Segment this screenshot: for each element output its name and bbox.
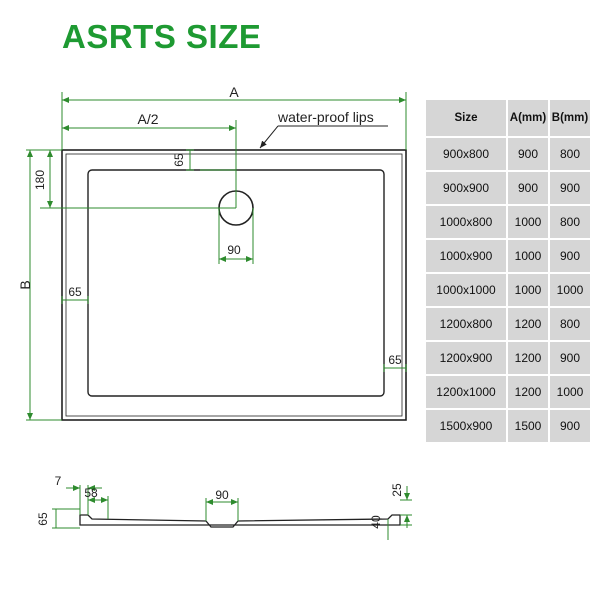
table-row: 1200x1000 1200 1000 [424,374,592,410]
cell-size: 1500x900 [424,408,508,444]
cell-size: 900x900 [424,170,508,206]
cell-a: 1500 [506,408,550,444]
lips-label: water-proof lips [277,109,374,125]
header-b: B(mm) [548,98,592,138]
tray-inner-rim [65,153,403,417]
cell-a: 1200 [506,374,550,410]
cell-b: 900 [548,340,592,376]
table-row: 900x800 900 800 [424,136,592,172]
tray-side-view [79,514,401,528]
dimension-90-drain: 90 [219,243,253,262]
label-b: B [17,280,33,289]
table-row: 1200x800 1200 800 [424,306,592,342]
cell-b: 900 [548,238,592,274]
label-side-25: 25 [390,483,404,497]
lips-callout: water-proof lips [259,109,388,149]
dimension-180: 180 [33,150,53,208]
cell-size: 900x800 [424,136,508,172]
dimension-65-left: 65 [61,285,89,304]
label-side-90: 90 [215,488,229,502]
label-side-7: 7 [55,474,62,488]
label-side-65: 65 [36,512,50,526]
cell-size: 1200x1000 [424,374,508,410]
side-dimension-65: 65 [36,508,80,529]
side-dimension-25: 25 [390,483,410,528]
cell-b: 1000 [548,374,592,410]
cell-b: 800 [548,306,592,342]
side-dimension-90: 90 [206,488,238,505]
label-a: A [229,84,239,100]
cell-a: 1000 [506,204,550,240]
label-180: 180 [33,170,47,190]
header-size: Size [424,98,508,138]
label-side-40: 40 [369,515,383,529]
label-65-left: 65 [68,285,82,299]
cell-a: 1200 [506,306,550,342]
cell-b: 800 [548,204,592,240]
table-row: 1000x900 1000 900 [424,238,592,274]
dimension-b: B [17,150,33,420]
dimension-65-right: 65 [383,353,407,372]
cell-b: 900 [548,170,592,206]
table-header-row: Size A(mm) B(mm) [424,98,592,138]
dimension-65-top: 65 [172,149,194,171]
cell-size: 1200x800 [424,306,508,342]
cell-size: 1000x900 [424,238,508,274]
label-65-right: 65 [388,353,402,367]
label-half-a: A/2 [137,111,158,127]
size-table: Size A(mm) B(mm) 900x800 900 800 900x900… [424,98,592,444]
side-dimension-58: 58 [84,486,108,503]
side-dimension-7: 7 [55,474,102,491]
side-dimension-40: 40 [369,515,389,540]
cell-b: 1000 [548,272,592,308]
table-row: 900x900 900 900 [424,170,592,206]
cell-size: 1000x1000 [424,272,508,308]
cell-size: 1000x800 [424,204,508,240]
cell-a: 900 [506,136,550,172]
label-90-drain: 90 [227,243,241,257]
tray-plan-view [61,149,407,421]
table-row: 1500x900 1500 900 [424,408,592,444]
table-row: 1000x1000 1000 1000 [424,272,592,308]
label-side-58: 58 [84,486,98,500]
cell-a: 1200 [506,340,550,376]
cell-size: 1200x900 [424,340,508,376]
cell-a: 900 [506,170,550,206]
cell-b: 900 [548,408,592,444]
cell-b: 800 [548,136,592,172]
table-row: 1000x800 1000 800 [424,204,592,240]
cell-a: 1000 [506,272,550,308]
dimension-half-a: A/2 [62,111,236,131]
header-a: A(mm) [506,98,550,138]
label-65-top: 65 [172,153,186,167]
cell-a: 1000 [506,238,550,274]
page-title: ASRTS SIZE [62,18,262,55]
table-row: 1200x900 1200 900 [424,340,592,376]
dimension-a: A [62,84,406,103]
extension-lines [26,92,407,421]
